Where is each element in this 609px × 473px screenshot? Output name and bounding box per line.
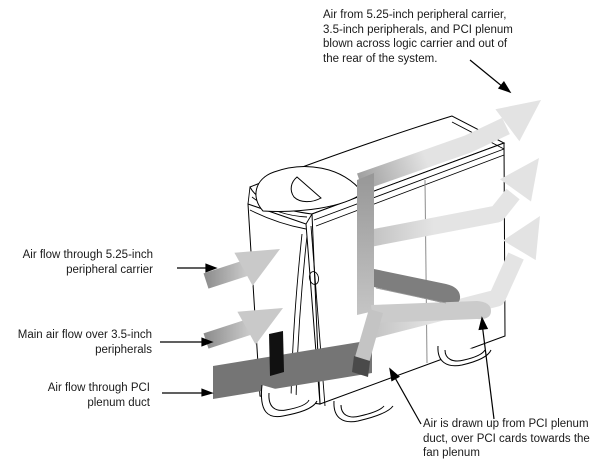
duct-floor-line (375, 287, 447, 304)
annotation-525-carrier: Air flow through 5.25-inch peripheral ca… (22, 249, 153, 276)
leader-arrow-icon (205, 263, 218, 273)
riser-airflow-band (357, 173, 374, 315)
entry-airflow-35 (203, 308, 283, 349)
tower-feet (260, 345, 492, 423)
leader-arrow-icon (497, 80, 512, 94)
exit-airflow-top (357, 100, 541, 191)
entry-airflow-525 (203, 249, 280, 289)
leader-arrow-icon (201, 388, 214, 397)
exit-airflow-middle (370, 158, 539, 247)
leader-arrow-icon (478, 316, 489, 331)
power-button-icon (308, 271, 320, 285)
pci-duct-foot (352, 356, 370, 377)
pci-duct-outer-wall (371, 301, 491, 323)
annotation-pci-drawn-up: Air is drawn up from PCI plenum duct, ov… (423, 418, 590, 459)
exit-airflow-arrow-icon (500, 158, 539, 202)
entry-airflow-arrow-icon (234, 249, 280, 286)
pci-duct-front-arm (355, 309, 383, 363)
entry-airflow-arrow-icon (237, 308, 283, 345)
annotation-top-rear-exhaust: Air from 5.25-inch peripheral carrier, 3… (323, 9, 513, 65)
exit-airflow-arrow-icon (503, 216, 540, 261)
pci-slot-vent (269, 331, 284, 376)
leader-arrow-icon (201, 337, 214, 347)
leader-arrow-icon (389, 367, 400, 382)
panel-seam-line (424, 179, 428, 364)
pci-airflow-band (213, 340, 372, 399)
exit-airflow-arrow-icon (495, 100, 541, 142)
annotation-35-peripherals: Main air flow over 3.5-inch peripherals (17, 329, 152, 356)
top-logo-icon (255, 166, 364, 212)
pci-duct-inner-wall (374, 269, 461, 305)
annotation-pci-plenum-duct: Air flow through PCI plenum duct (47, 382, 150, 409)
leader-lines (160, 59, 512, 425)
